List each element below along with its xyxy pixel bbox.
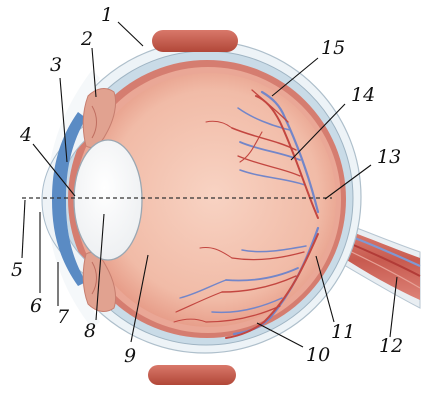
lens bbox=[74, 140, 142, 260]
label-7: 7 bbox=[57, 306, 70, 328]
label-5: 5 bbox=[11, 259, 23, 281]
superior-rectus-muscle bbox=[152, 30, 238, 52]
label-2: 2 bbox=[80, 28, 93, 50]
label-4: 4 bbox=[19, 124, 32, 146]
label-3: 3 bbox=[50, 54, 62, 76]
label-12: 12 bbox=[379, 335, 403, 357]
label-1: 1 bbox=[101, 4, 113, 26]
label-15: 15 bbox=[321, 37, 345, 59]
label-8: 8 bbox=[84, 320, 96, 342]
label-11: 11 bbox=[331, 321, 355, 343]
inferior-rectus-muscle bbox=[148, 365, 236, 385]
label-13: 13 bbox=[377, 146, 401, 168]
label-6: 6 bbox=[30, 295, 42, 317]
label-14: 14 bbox=[351, 84, 375, 106]
label-9: 9 bbox=[124, 345, 136, 367]
label-10: 10 bbox=[306, 344, 330, 366]
